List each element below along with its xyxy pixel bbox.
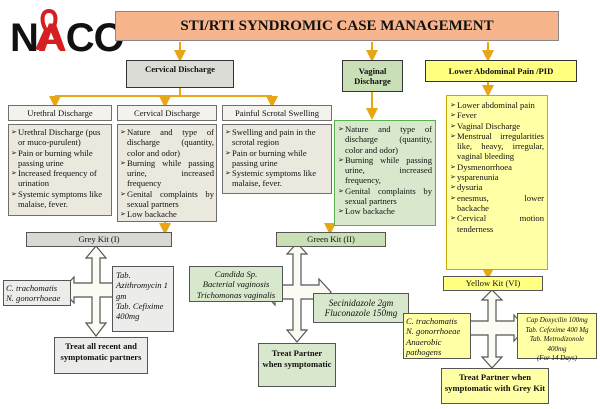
scrotal-symptom: Systemic symptoms like malaise, fever. (225, 168, 329, 189)
red-ribbon-icon (36, 9, 62, 50)
drug-name: Tab. Azithromycin 1 gm (116, 270, 168, 301)
organism-name: C. trachomatis (6, 283, 58, 293)
pid-symptom: Vaginal Discharge (450, 121, 544, 132)
green-kit-organisms: Candida Sp. Bacterial vaginosis Trichomo… (189, 266, 283, 302)
yellow-kit-label: Yellow Kit (VI) (443, 276, 543, 291)
pid-symptom: Fever (450, 110, 544, 121)
urethral-symptom: Increased frequency of urination (11, 168, 109, 189)
green-kit-treat: Treat Partner when symptomatic (258, 343, 336, 387)
vaginal-symptom: Nature and type of discharge (quantity, … (338, 124, 432, 155)
cervical-symptom: Nature and type of discharge (quantity, … (120, 127, 214, 158)
drug-name: Tab. Cefexime 400 Mg (525, 325, 589, 334)
urethral-symptom: Pain or burning while passing urine (11, 148, 109, 169)
organism-name: Candida Sp. (214, 269, 258, 279)
urethral-symptoms-box: Urethral Discharge (pus or muco-purulent… (8, 124, 112, 216)
vaginal-symptoms-box: Nature and type of discharge (quantity, … (334, 120, 436, 226)
drug-name: Tab. Metrodizonole 400mg (529, 335, 585, 353)
yellow-kit-treat: Treat Partner when symptomatic with Grey… (441, 368, 549, 404)
vaginal-discharge-header: Vaginal Discharge (342, 60, 403, 92)
cervical-discharge-header: Cervical Discharge (126, 60, 234, 88)
drug-name: Tab. Cefixime 400mg (116, 300, 164, 322)
urethral-symptom: Systemic symptoms like malaise, fever. (11, 189, 109, 210)
scrotal-swelling-header: Painful Scrotal Swelling (222, 105, 332, 121)
lower-abdominal-pain-header: Lower Abdominal Pain /PID (425, 60, 577, 82)
logo-text-n: N (10, 16, 39, 60)
pid-symptom: Lower abdominal pain (450, 100, 544, 111)
organism-name: N. gonorrhoeae (6, 293, 61, 304)
vaginal-symptom: Burning while passing urine, increased f… (338, 155, 432, 186)
drug-name: Secinidazole 2gm (328, 298, 394, 308)
yellow-kit-drugs: Cap Doxycilin 100mg Tab. Cefexime 400 Mg… (517, 313, 597, 362)
green-kit-drugs: Secinidazole 2gm Fluconazole 150mg (313, 293, 409, 323)
scrotal-symptom: Pain or burning while passing urine (225, 148, 329, 169)
pid-symptom: enesmus, lower backache (450, 193, 544, 214)
page-title-box: STI/RTI SYNDROMIC CASE MANAGEMENT (115, 11, 559, 41)
green-kit-label: Green Kit (II) (276, 232, 386, 247)
urethral-symptom: Urethral Discharge (pus or muco-purulent… (11, 127, 109, 148)
cervical-symptoms-box: Nature and type of discharge (quantity, … (117, 124, 217, 222)
pid-symptom: Menstrual irregularities like, heavy, ir… (450, 131, 544, 162)
grey-kit-label: Grey Kit (I) (26, 232, 172, 247)
naco-logo: NACO (10, 9, 125, 60)
cervical-symptom: Burning while passing urine, increased f… (120, 158, 214, 189)
cervical-discharge-subheader: Cervical Discharge (117, 105, 217, 121)
drug-name: Cap Doxycilin 100mg (526, 316, 588, 324)
pid-symptom: Cervical motion tenderness (450, 213, 544, 234)
vaginal-symptom: Low backache (338, 206, 432, 217)
drug-duration: (For 14 Days) (536, 354, 578, 362)
pid-symptoms-box: Lower abdominal pain Fever Vaginal Disch… (446, 95, 548, 270)
organism-name: C. trachomatis (406, 316, 458, 326)
pid-symptom: dysuria (450, 182, 544, 193)
scrotal-symptoms-box: Swelling and pain in the scrotal region … (222, 124, 332, 194)
organism-name: Trichomonas vaginalis (196, 289, 276, 300)
drug-name: Fluconazole 150mg (324, 308, 398, 319)
logo-text-co: CO (65, 16, 125, 60)
cervical-symptom: Low backache (120, 209, 214, 220)
pid-symptom: ysparenunia (450, 172, 544, 183)
urethral-discharge-header: Urethral Discharge (8, 105, 112, 121)
grey-kit-organisms: C. trachomatis N. gonorrhoeae (3, 280, 71, 306)
scrotal-symptom: Swelling and pain in the scrotal region (225, 127, 329, 148)
pid-symptom: Dysmenorrhoea (450, 162, 544, 173)
organism-name: Anaerobic pathogens (406, 336, 442, 357)
grey-kit-drugs: Tab. Azithromycin 1 gm Tab. Cefixime 400… (112, 266, 174, 332)
page-title: STI/RTI SYNDROMIC CASE MANAGEMENT (180, 18, 494, 34)
organism-name: Bacterial vaginosis (202, 279, 270, 290)
yellow-kit-organisms: C. trachomatis N. gonorrhoeae Anaerobic … (403, 313, 471, 359)
organism-name: N. gonorrhoeae (406, 326, 461, 337)
vaginal-symptom: Genital complaints by sexual partners (338, 186, 432, 207)
grey-kit-treat: Treat all recent and symptomatic partner… (54, 337, 148, 374)
cervical-symptom: Genital complaints by sexual partners (120, 189, 214, 210)
